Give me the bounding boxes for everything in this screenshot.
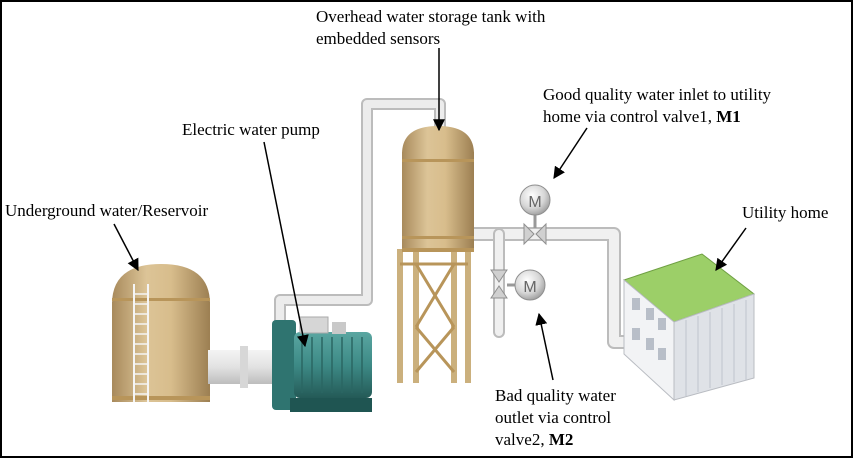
control-valve-m1: M (519, 184, 551, 246)
utility-home-building (622, 253, 756, 402)
suction-pipe (208, 346, 280, 388)
valve-m2-letter: M (523, 279, 536, 296)
outlet-valve-code: M2 (548, 430, 574, 449)
outlet-label-line3: valve2, M2 (495, 429, 616, 451)
outlet-label-line3-text: valve2, (495, 430, 549, 449)
tank-label-line2: embedded sensors (316, 29, 441, 48)
inlet-valve-code: M1 (716, 107, 741, 126)
outlet-label: Bad quality water outlet via control val… (495, 385, 616, 451)
reservoir-label: Underground water/Reservoir (5, 201, 209, 220)
outlet-label-line1: Bad quality water (495, 386, 616, 405)
valve-m1-letter: M (528, 194, 541, 211)
electric-water-pump (272, 316, 372, 412)
overhead-storage-tank (397, 126, 474, 383)
tank-label: Overhead water storage tank with embedde… (316, 6, 545, 50)
outlet-label-line2: outlet via control (495, 408, 612, 427)
control-valve-m2: M (490, 269, 546, 301)
tank-label-line1: Overhead water storage tank with (316, 7, 546, 26)
pointer-arrows (113, 48, 747, 381)
pump-label: Electric water pump (182, 120, 320, 139)
home-label: Utility home (742, 203, 829, 222)
inlet-label-line2-text: home via control valve1, (543, 107, 717, 126)
inlet-label: Good quality water inlet to utility home… (543, 84, 771, 128)
reservoir-tank (112, 264, 210, 402)
inlet-label-line1: Good quality water inlet to utility (543, 85, 772, 104)
inlet-label-line2: home via control valve1, M1 (543, 106, 771, 128)
